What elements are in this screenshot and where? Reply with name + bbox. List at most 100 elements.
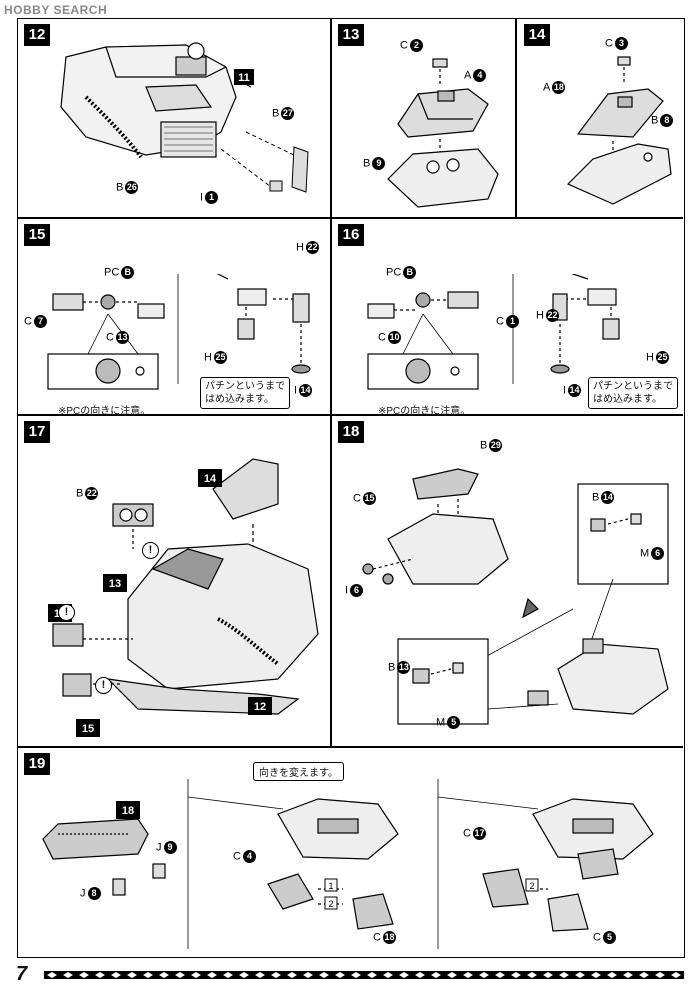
tread-link	[111, 972, 121, 978]
tread-link	[543, 972, 553, 978]
tread-link	[623, 972, 633, 978]
tread-link	[511, 972, 521, 978]
tread-link	[127, 972, 137, 978]
tread-link	[479, 972, 489, 978]
column-divider	[330, 414, 332, 746]
row-divider	[18, 217, 683, 219]
step-17-sub-14: 14	[204, 473, 217, 485]
snap-in-note: パチンというまで はめ込みます。	[200, 377, 290, 409]
tread-link	[463, 972, 473, 978]
row-divider	[18, 414, 683, 416]
step-13-illustration	[387, 58, 499, 208]
tread-link	[159, 972, 169, 978]
tread-link	[255, 972, 265, 978]
tread-link	[63, 972, 73, 978]
step-number-16: 16	[338, 224, 364, 246]
caution-icon: !	[95, 677, 112, 694]
step-number-18: 18	[338, 421, 364, 443]
tread-link	[143, 972, 153, 978]
pc-orientation-caution: ※PCの向きに注意。	[58, 406, 151, 417]
page-number: 7	[16, 963, 28, 985]
step-16-illustration	[367, 274, 620, 390]
tread-link	[399, 972, 409, 978]
tread-link	[527, 972, 537, 978]
tread-link	[239, 972, 249, 978]
step-19-illustration: 18 1 2 2	[42, 779, 654, 949]
site-logo: HOBBY SEARCH	[4, 3, 108, 17]
step-18-illustration	[362, 468, 669, 725]
tread-link	[607, 972, 617, 978]
tread-link	[639, 972, 649, 978]
tread-link	[655, 972, 665, 978]
caution-icon: !	[58, 604, 75, 621]
tread-link	[79, 972, 89, 978]
tread-link	[271, 972, 281, 978]
step-15-illustration	[47, 274, 311, 390]
step-number-13: 13	[338, 24, 364, 46]
step-number-15: 15	[24, 224, 50, 246]
tread-link	[319, 972, 329, 978]
caution-icon: !	[142, 542, 159, 559]
tread-link	[495, 972, 505, 978]
row-divider	[18, 746, 683, 748]
step-17-illustration: 14 13 16 15 12	[48, 458, 319, 737]
column-divider	[330, 19, 332, 217]
step-17-sub-15: 15	[82, 723, 94, 735]
tread-link	[559, 972, 569, 978]
snap-in-note: パチンというまで はめ込みます。	[588, 377, 678, 409]
tread-link	[207, 972, 217, 978]
tread-link	[223, 972, 233, 978]
tread-link	[175, 972, 185, 978]
tread-link	[47, 972, 57, 978]
tread-link	[287, 972, 297, 978]
step-number-19: 19	[24, 753, 50, 775]
step-number-12: 12	[24, 24, 50, 46]
tread-link	[351, 972, 361, 978]
order-2: 2	[529, 881, 534, 891]
step-12-sub-label: 11	[238, 72, 250, 84]
step-17-sub-12: 12	[254, 701, 266, 713]
order-2: 2	[328, 899, 333, 909]
tread-link	[415, 972, 425, 978]
tread-link	[383, 972, 393, 978]
pc-orientation-caution: ※PCの向きに注意。	[378, 406, 471, 417]
tread-link	[671, 972, 681, 978]
tread-link	[367, 972, 377, 978]
tread-link	[591, 972, 601, 978]
tread-link	[335, 972, 345, 978]
column-divider	[515, 19, 517, 217]
tread-link	[575, 972, 585, 978]
header: HOBBY SEARCH	[0, 0, 695, 22]
tread-link	[191, 972, 201, 978]
